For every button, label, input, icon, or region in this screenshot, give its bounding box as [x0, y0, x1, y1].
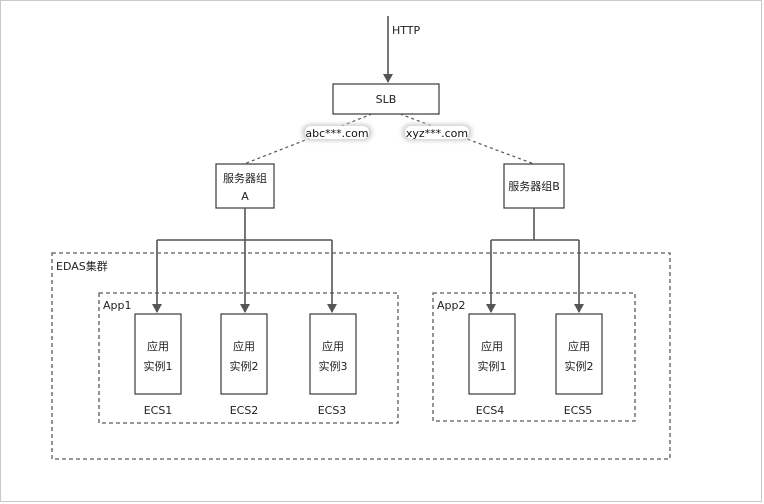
server-group-a: 服务器组 A [215, 163, 275, 209]
instance-line2: 实例1 [478, 359, 507, 373]
app2-instance-2: 应用 实例2 [555, 313, 603, 395]
app1-instance-1: 应用 实例1 [134, 313, 182, 395]
app2-container: App2 [432, 292, 636, 422]
http-label: HTTP [392, 24, 421, 37]
app2-label: App2 [437, 299, 466, 312]
domain-a-badge: abc***.com [302, 124, 372, 141]
host-ecs1: ECS1 [144, 404, 173, 417]
edas-cluster-label: EDAS集群 [56, 259, 108, 273]
instance-line1: 应用 [233, 339, 255, 353]
group-a-connectors [152, 208, 337, 313]
server-group-a-line2: A [241, 190, 249, 203]
server-group-a-line1: 服务器组 [223, 171, 267, 185]
instance-line1: 应用 [322, 339, 344, 353]
slb-node: SLB [332, 83, 440, 115]
instance-line1: 应用 [147, 339, 169, 353]
instance-line2: 实例2 [565, 359, 594, 373]
instance-line1: 应用 [568, 339, 590, 353]
app1-label: App1 [103, 299, 132, 312]
host-ecs4: ECS4 [476, 404, 505, 417]
host-ecs3: ECS3 [318, 404, 347, 417]
instance-line2: 实例1 [144, 359, 173, 373]
app1-container: App1 [98, 292, 399, 424]
instance-line1: 应用 [481, 339, 503, 353]
instance-line2: 实例3 [319, 359, 348, 373]
group-b-connectors [486, 208, 584, 313]
domain-a-label: abc***.com [305, 127, 368, 140]
app1-instance-3: 应用 实例3 [309, 313, 357, 395]
instance-line2: 实例2 [230, 359, 259, 373]
server-group-b: 服务器组B [503, 163, 565, 209]
host-ecs5: ECS5 [564, 404, 593, 417]
app2-instance-1: 应用 实例1 [468, 313, 516, 395]
app1-instance-2: 应用 实例2 [220, 313, 268, 395]
host-ecs2: ECS2 [230, 404, 259, 417]
server-group-b-label: 服务器组B [508, 179, 560, 193]
domain-b-label: xyz***.com [406, 127, 468, 140]
edas-cluster: EDAS集群 [51, 252, 671, 460]
slb-label: SLB [376, 93, 397, 106]
domain-b-badge: xyz***.com [402, 124, 472, 141]
